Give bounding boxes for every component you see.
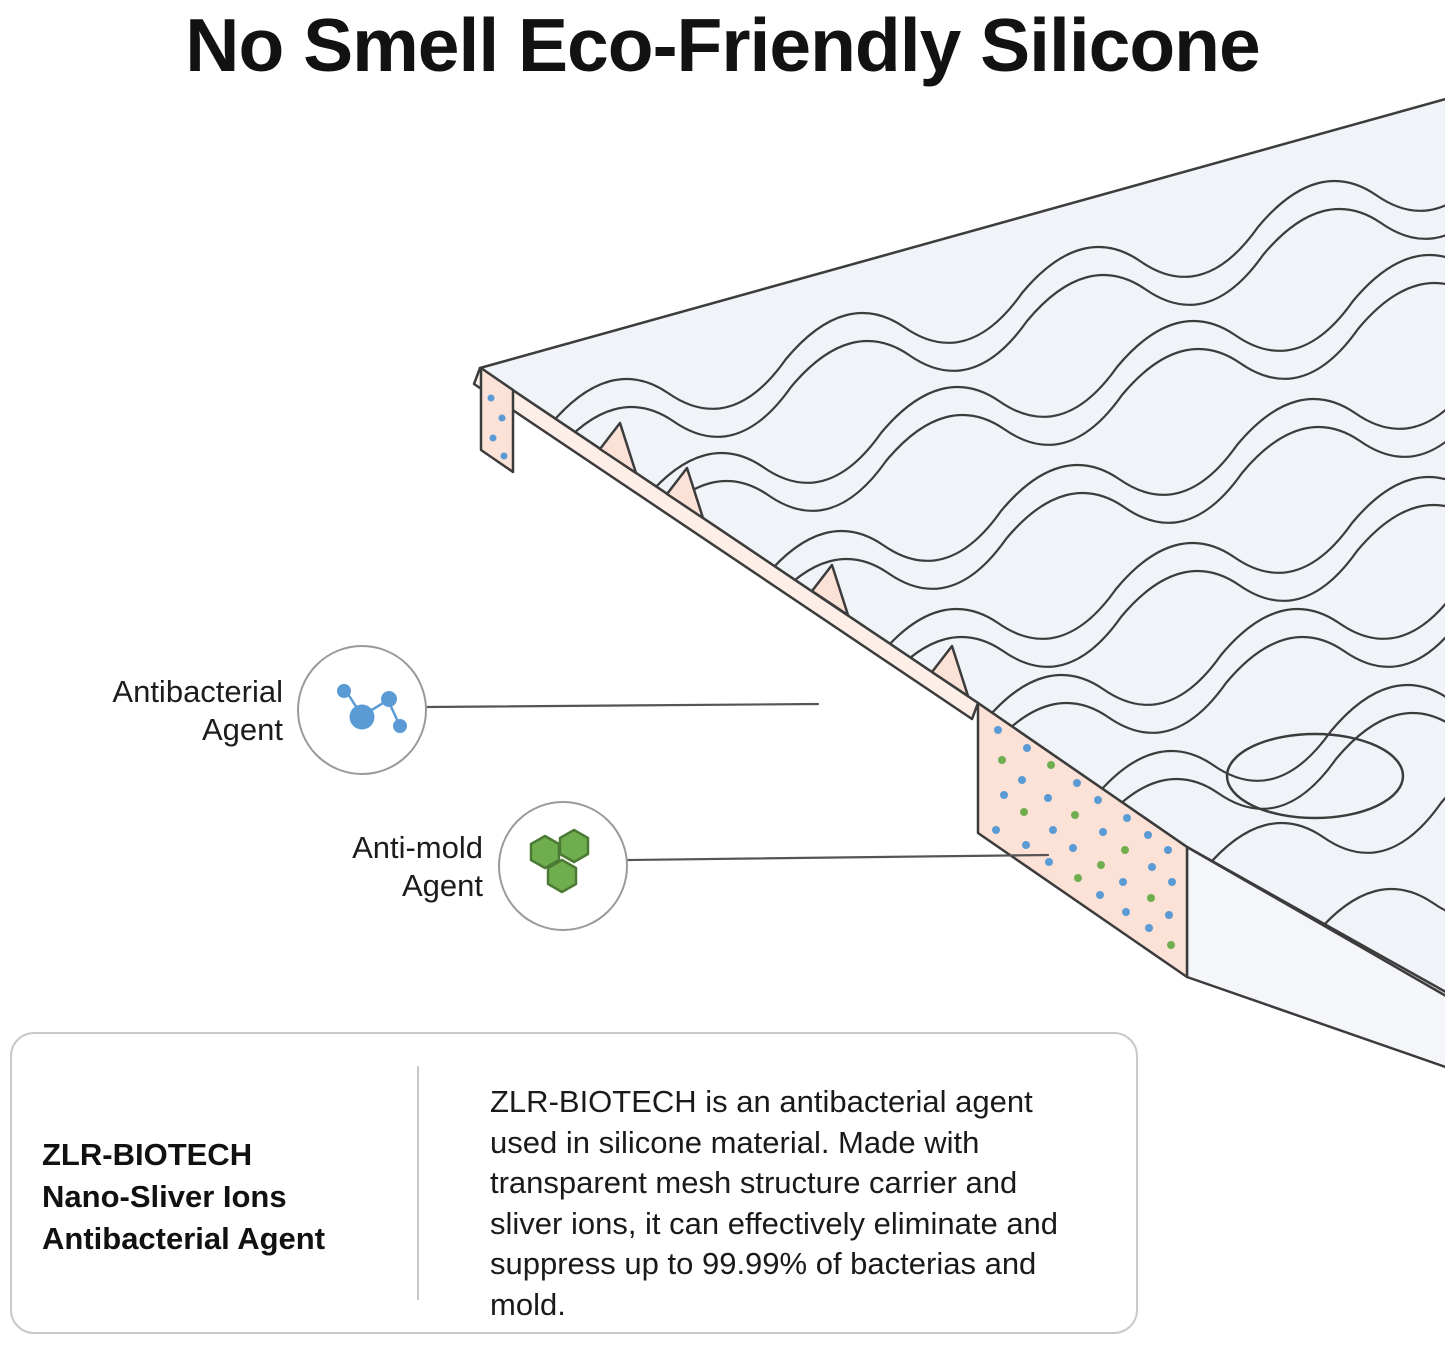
corner-cross-section-face: [976, 701, 1189, 979]
antimold-connector-line: [626, 853, 1050, 862]
ridge-cross-section-2: [665, 466, 705, 520]
page-title: No Smell Eco-Friendly Silicone: [185, 3, 1260, 87]
antibacterial-label-line2: Agent: [201, 712, 283, 748]
mat-cutaway-drawing: [297, 97, 1445, 1069]
antimold-label-line2: Agent: [401, 868, 483, 904]
info-body: ZLR-BIOTECH is an antibacterial agent us…: [490, 1084, 1059, 1323]
left-edge-strip: [479, 366, 515, 474]
info-heading: ZLR-BIOTECH Nano-Sliver Ions Antibacteri…: [42, 1134, 325, 1260]
mat-cross-sections: [472, 366, 1189, 979]
info-heading-line3: Antibacterial Agent: [42, 1220, 326, 1256]
antimold-dots: [998, 756, 1175, 949]
mat-ridge-waves: [548, 159, 1445, 937]
mat-drain-hole: [1225, 732, 1405, 820]
hexagon-cluster-icon: [529, 828, 590, 894]
callout-connector-lines: [425, 702, 1050, 862]
antimold-agent-label: Anti-mold Agent: [255, 829, 483, 906]
antibacterial-connector-line: [425, 702, 820, 709]
mat-top-surface: [478, 97, 1445, 1069]
antimold-label-line1: Anti-mold: [352, 830, 483, 865]
molecule-icon: [337, 684, 407, 733]
antibacterial-dots: [487, 394, 1176, 932]
info-box: ZLR-BIOTECH Nano-Sliver Ions Antibacteri…: [10, 1032, 1138, 1334]
info-heading-line1: ZLR-BIOTECH: [42, 1137, 253, 1172]
antibacterial-label-line1: Antibacterial: [112, 674, 283, 709]
antibacterial-agent-label: Antibacterial Agent: [55, 673, 283, 750]
info-heading-line2: Nano-Sliver Ions: [42, 1178, 287, 1214]
ridge-cross-section-1: [598, 421, 638, 475]
ridge-cross-section-3: [810, 563, 850, 617]
info-divider: [417, 1066, 419, 1300]
ridge-cross-section-4: [930, 644, 970, 698]
